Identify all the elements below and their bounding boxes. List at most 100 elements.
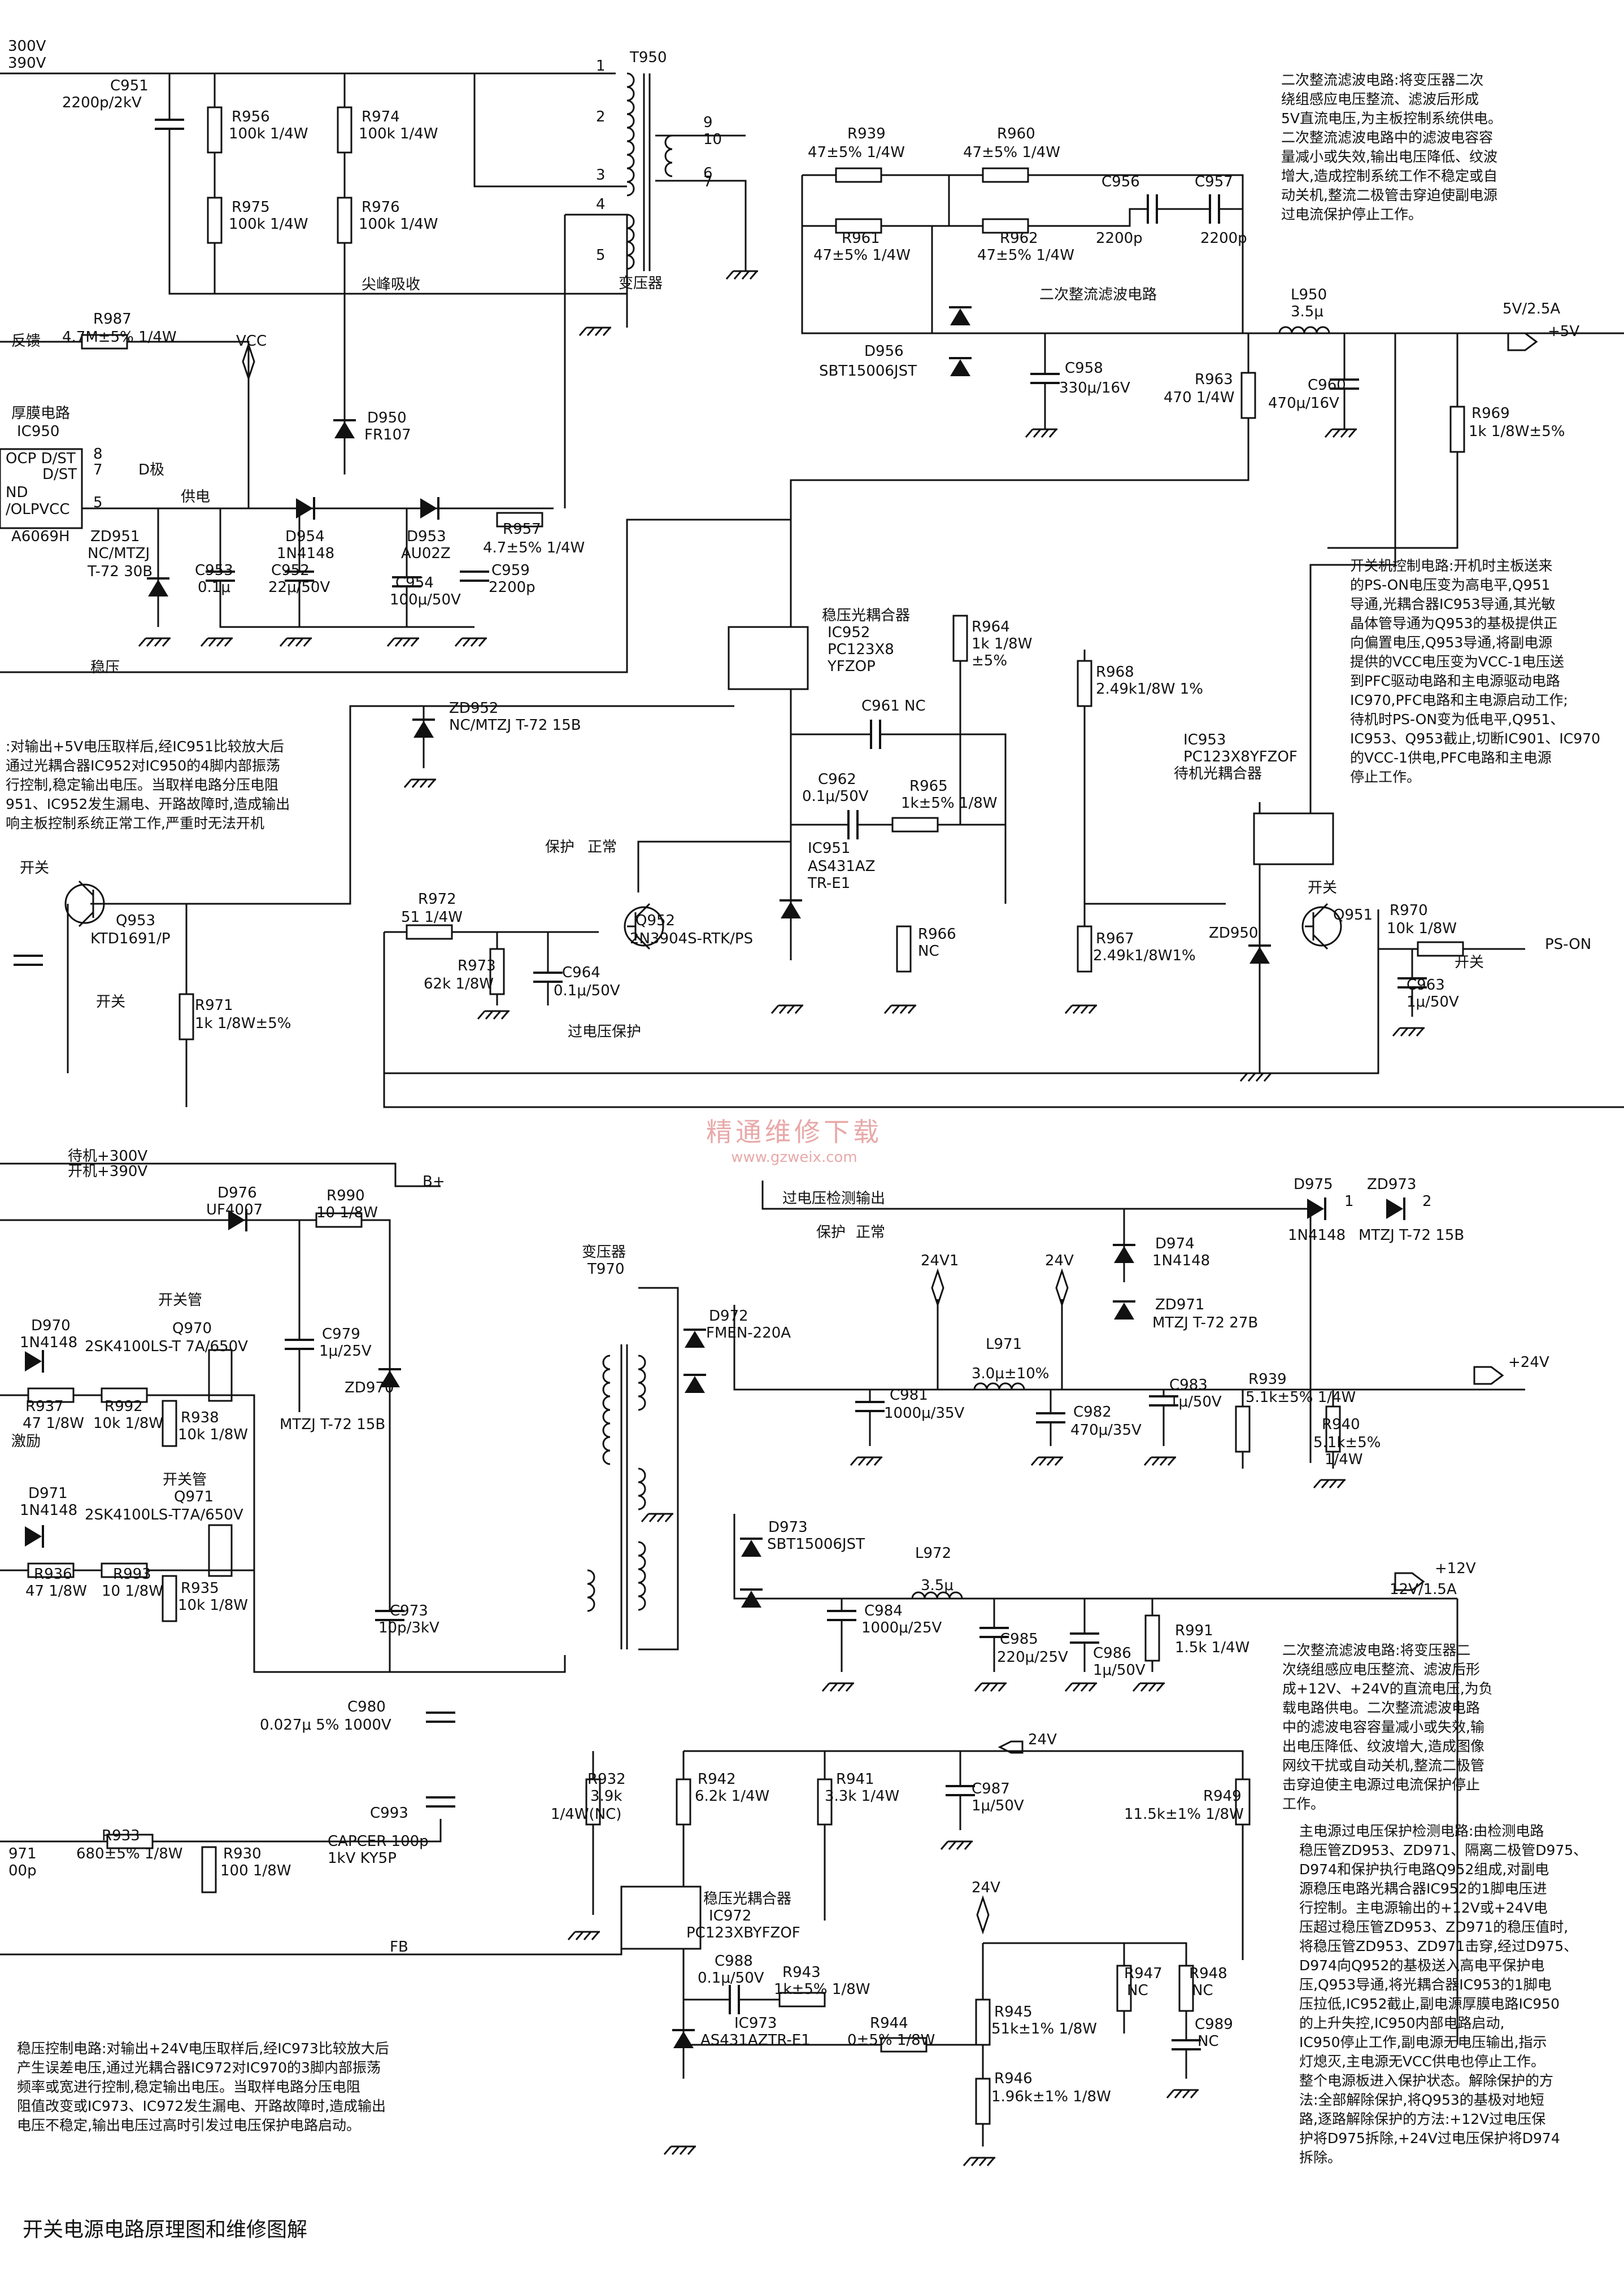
ic-blocks [0,448,1334,1950]
component-label: IC950 [17,423,59,440]
component-label: R940 [1322,1416,1360,1433]
component-label: C993 [370,1805,408,1822]
component-label: C958 [1065,360,1103,377]
component-label: 330μ/16V [1059,380,1130,397]
component-label: 7 [703,173,713,190]
component-label: 开关 [20,860,49,877]
component-label: T-72 30B [87,563,153,580]
component-label: 10k 1/8W [93,1415,163,1432]
component-label: CAPCER 100p [328,1833,429,1850]
component-label: 100k 1/4W [229,216,308,233]
component-label: R971 [195,997,233,1014]
component-label: NC/MTZJ T-72 15B [449,717,581,734]
component-label: 1N4148 [277,545,334,562]
component-label: R987 [93,311,132,328]
component-label: 3.0μ±10% [972,1365,1049,1382]
component-label: C951 [110,77,149,94]
component-label: 2SK4100LS-T 7A/650V [85,1338,248,1355]
component-label: IC953 [1183,731,1226,748]
component-label: 24V1 [921,1252,959,1269]
component-label: 10k 1/8W [1387,920,1457,937]
ic952-optocoupler [728,626,809,690]
component-label: Q971 [174,1488,214,1505]
component-label: C957 [1195,173,1233,190]
component-label: 2200p [1200,230,1247,247]
component-label: C961 NC [861,698,926,715]
component-label: PC123X8YFZOF [1183,748,1298,765]
component-label: 3.5μ [1291,303,1323,320]
component-label: 过电压检测输出 [782,1190,885,1207]
component-label: PC123X8 [828,641,894,658]
component-label: 1k±5% 1/8W [901,795,997,812]
component-label: FR107 [364,426,411,443]
component-label: C959 [491,562,530,579]
component-label: 变压器 [582,1244,626,1261]
component-label: R939 [847,125,886,142]
component-label: 1k±5% 1/8W [774,1981,870,1998]
component-label: 0.1μ [198,579,230,596]
component-label: 1k 1/8W±5% [1469,423,1565,440]
watermark-line1: 精通维修下载 [706,1117,882,1147]
component-label: R963 [1195,371,1233,388]
component-label: PC123XBYFZOF [686,1924,800,1941]
component-label: 开关 [1455,954,1484,971]
component-label: 正常 [587,839,617,856]
component-label: NC [1198,2033,1219,2050]
component-label: C986 [1093,1645,1131,1662]
component-label: 47±5% 1/4W [977,247,1074,264]
component-label: AS431AZ [808,858,876,875]
figure-caption: 开关电源电路原理图和维修图解 [23,2218,308,2241]
component-label: KTD1691/P [90,930,171,947]
component-label: R965 [909,778,948,795]
component-label: 300V [8,38,46,55]
component-label: 11.5k±1% 1/8W [1124,1806,1244,1823]
component-label: D950 [367,410,407,426]
component-label: 稳压光耦合器 [822,607,910,624]
component-label: SBT15006JST [767,1536,865,1553]
ic950-box [0,448,83,529]
component-label: Q953 [116,912,155,929]
component-label: R967 [1096,930,1134,947]
component-label: R992 [105,1398,143,1415]
component-label: 3 [596,167,606,184]
watermark-line2: www.gzweix.com [731,1149,857,1166]
component-label: R966 [918,926,956,943]
component-label: R975 [232,199,270,216]
component-label: 1N4148 [1288,1227,1346,1244]
component-label: 24V [1028,1731,1057,1748]
component-label: 0.1μ/50V [554,982,620,999]
wiring-upper [0,72,1624,1108]
component-label: D953 [407,528,446,545]
component-label: 1k 1/8W±5% [195,1015,291,1032]
component-label: 5 [596,247,606,264]
component-label: 5.1k±5% [1313,1434,1381,1451]
component-label: 保护 [816,1224,846,1241]
note-secondary-5v: 二次整流滤波电路:将变压器二次 绕组感应电压整流、滤波后形成 5V直流电压,为主… [1281,72,1502,223]
component-label: R964 [972,619,1010,635]
component-label: D/ST [42,466,77,483]
note-regulation-5v: :对输出+5V电压取样后,经IC951比较放大后 通过光耦合器IC952对IC9… [6,738,290,831]
component-label: 24V [972,1879,1000,1896]
component-label: 2200p/2kV [62,94,142,111]
component-label: R941 [836,1771,874,1788]
component-label: C962 [818,771,856,788]
component-label: ZD951 [90,528,140,545]
component-label: 10 1/8W [102,1583,163,1600]
component-label: 1k 1/8W [972,635,1032,652]
note-ovp-detect: 主电源过电压保护检测电路:由检测电路 稳压管ZD953、ZD971、隔离二极管D… [1299,1823,1588,2166]
component-label: 3.5μ [921,1577,953,1594]
component-label: 51 1/4W [401,909,463,926]
component-label: ±5% [972,652,1007,669]
component-label: 100 1/8W [220,1862,291,1879]
component-label: 2.49k1/8W 1% [1096,681,1203,698]
component-label: 1N4148 [1152,1252,1210,1269]
component-label: 2.49k1/8W1% [1093,947,1196,964]
component-label: R948 [1189,1965,1227,1982]
component-label: 47 1/8W [23,1415,84,1432]
component-label: Q951 [1333,907,1373,924]
component-label: Q952 [635,912,675,929]
component-label: IC951 [808,840,850,857]
component-label: C963 [1407,977,1445,994]
component-label: ZD971 [1155,1296,1204,1313]
